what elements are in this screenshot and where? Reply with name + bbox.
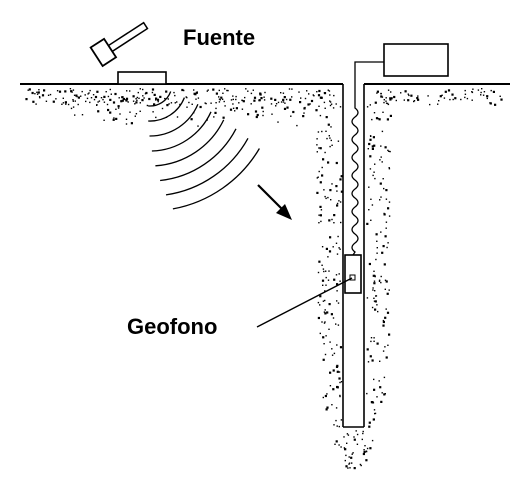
soil-texture — [25, 88, 503, 470]
source-plate — [117, 71, 167, 85]
hammer-icon — [89, 21, 149, 68]
geophone-icon — [344, 254, 362, 294]
geophone-cable — [351, 61, 384, 256]
seismic-wave-icon — [148, 91, 260, 210]
source-label: Fuente — [183, 25, 256, 50]
borehole — [342, 84, 365, 428]
recorder-box-icon — [383, 43, 449, 77]
geophone-leader-line — [256, 277, 353, 328]
geophone-sensor — [349, 274, 356, 281]
geophone-label: Geofono — [127, 314, 218, 339]
wave-direction-arrow — [257, 184, 292, 220]
